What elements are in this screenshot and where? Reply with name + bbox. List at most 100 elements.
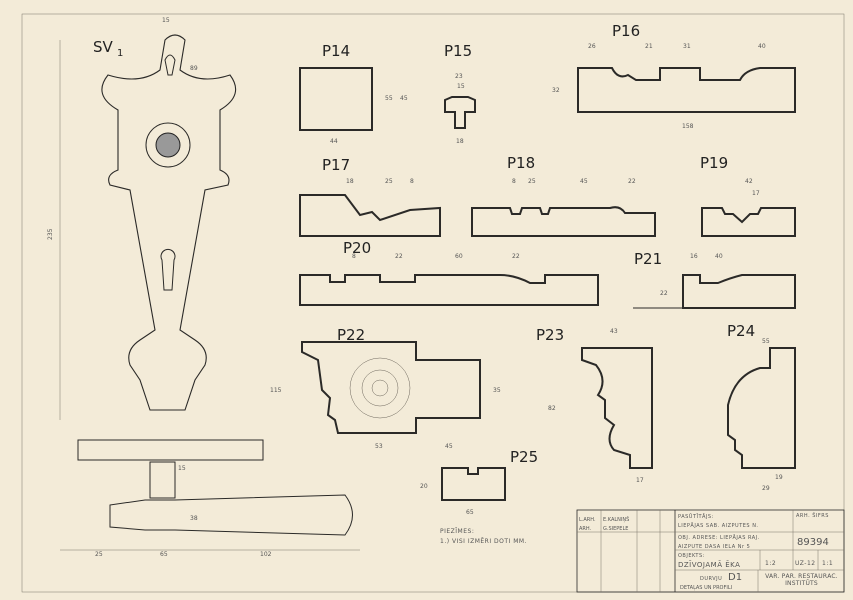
profile-p21: P21 16 40 22 <box>633 250 796 309</box>
tb-object-label: OBJEKTS: <box>678 553 705 559</box>
dim-p25-b: 20 <box>420 483 428 490</box>
profile-p14: P14 44 55 45 <box>299 42 408 145</box>
tb-drawing-number: 89394 <box>797 537 829 548</box>
label-p24: P24 <box>727 322 755 340</box>
dim-p16-b: 21 <box>645 43 653 50</box>
dim-p15-a: 23 <box>455 73 463 80</box>
notes-heading: PIEZĪMES: <box>440 528 474 535</box>
dim-p24-c: 19 <box>775 474 783 481</box>
tb-scale: 1:2 <box>765 560 776 567</box>
tb-name-2: G.SIEPELE <box>603 526 628 532</box>
dim-p24-b: 29 <box>762 485 770 492</box>
tb-org-box: VAR. PĀR. RESTAURĀC. INSTITŪTS <box>765 573 838 587</box>
tb-org: VAR. PĀR. RESTAURĀC. INSTITŪTS <box>765 573 838 587</box>
profile-p23: P23 43 17 82 <box>536 326 653 484</box>
dim-p22-c: 35 <box>493 387 501 394</box>
tb-role-2: ARH. <box>579 526 592 532</box>
dim-p18-d: 22 <box>628 178 636 185</box>
tb-sheet-no: 1:1 <box>822 560 833 567</box>
dim-p17-a: 18 <box>346 178 354 185</box>
dim-p18-a: 8 <box>512 178 516 185</box>
dim-p25-a: 65 <box>466 509 474 516</box>
dim-p22-b: 45 <box>445 443 453 450</box>
label-p25: P25 <box>510 448 538 466</box>
tb-sheet: UZ-12 <box>795 560 816 567</box>
profile-p20: P20 8 22 60 22 <box>299 239 599 306</box>
sv1-hinge-drawing: SV 1 235 89 15 25 65 102 15 38 <box>47 17 360 558</box>
dim-p14-w: 44 <box>330 138 338 145</box>
dim-p16-h: 32 <box>552 87 560 94</box>
profile-p16: P16 26 21 31 40 158 32 <box>552 22 796 130</box>
dim-p21-a: 16 <box>690 253 698 260</box>
profile-p19: P19 42 17 <box>700 154 796 237</box>
title-block: L.ARH. E.KALNIŅŠ ARH. G.SIEPELE PASŪTĪTĀ… <box>576 509 845 593</box>
dim-p24-a: 55 <box>762 338 770 345</box>
dim-handle-5: 38 <box>190 515 198 522</box>
profile-p18: P18 8 25 45 22 <box>471 154 656 237</box>
dim-p16-c: 31 <box>683 43 691 50</box>
notes-item-1: 1.) VISI IZMĒRI DOTI MM. <box>440 538 527 545</box>
dim-p16-d: 40 <box>758 43 766 50</box>
tb-drawing-title: DURVJU <box>700 576 722 582</box>
label-p18: P18 <box>507 154 535 172</box>
label-sv1: SV <box>93 38 114 56</box>
dim-p20-a: 8 <box>352 253 356 260</box>
dim-p22-a: 53 <box>375 443 383 450</box>
dim-p16-a: 26 <box>588 43 596 50</box>
dim-handle-1: 25 <box>95 551 103 558</box>
dim-p21-b: 40 <box>715 253 723 260</box>
dim-p17-b: 25 <box>385 178 393 185</box>
dim-p15-b: 15 <box>457 83 465 90</box>
dim-p18-b: 25 <box>528 178 536 185</box>
label-p15: P15 <box>444 42 472 60</box>
dim-p14-h2: 45 <box>400 95 408 102</box>
tb-customer-label: PASŪTĪTĀJS: <box>678 513 714 520</box>
dim-p22-d: 115 <box>270 387 282 394</box>
tb-customer: LIEPĀJAS SAB. AIZPUTES N. <box>678 522 759 529</box>
notes: PIEZĪMES: 1.) VISI IZMĒRI DOTI MM. <box>440 528 527 545</box>
dim-p19-b: 17 <box>752 190 760 197</box>
dim-sv1-top: 15 <box>162 17 170 24</box>
profile-p22: P22 53 45 35 115 <box>270 326 501 450</box>
dim-p17-c: 8 <box>410 178 414 185</box>
dim-p20-c: 60 <box>455 253 463 260</box>
tb-address: AIZPUTE DASA IELA Nr 5 <box>678 544 750 550</box>
dim-p20-b: 22 <box>395 253 403 260</box>
tb-address-label: OBJ. ADRESE: LIEPĀJAS RAJ. <box>678 534 760 541</box>
dim-handle-2: 65 <box>160 551 168 558</box>
profile-p24: P24 55 29 19 <box>727 322 796 492</box>
label-p19: P19 <box>700 154 728 172</box>
profile-p25: P25 65 20 <box>420 448 538 516</box>
profile-p17: P17 18 25 8 <box>299 156 441 237</box>
label-p23: P23 <box>536 326 564 344</box>
label-p14: P14 <box>322 42 350 60</box>
dim-p23-c: 82 <box>548 405 556 412</box>
tb-drawing-subtitle: DETAĻAS UN PROFILI <box>680 585 732 591</box>
profile-p15: P15 23 15 18 <box>444 42 476 145</box>
dim-p23-a: 43 <box>610 328 618 335</box>
tb-role-1: L.ARH. <box>579 517 596 523</box>
tb-object: DZĪVOJAMĀ ĒKA <box>678 560 740 569</box>
dim-sv1-height: 235 <box>47 228 54 240</box>
dim-p19-a: 42 <box>745 178 753 185</box>
label-p16: P16 <box>612 22 640 40</box>
label-sv1-subscript: 1 <box>117 48 123 59</box>
tb-drawing-code: D1 <box>728 572 742 583</box>
label-p22: P22 <box>337 326 365 344</box>
dim-handle-3: 102 <box>260 551 272 558</box>
dim-p20-d: 22 <box>512 253 520 260</box>
dim-p14-h: 55 <box>385 95 393 102</box>
label-p17: P17 <box>322 156 350 174</box>
tb-name-1: E.KALNIŅŠ <box>603 516 629 523</box>
dim-p18-c: 45 <box>580 178 588 185</box>
dim-p23-b: 17 <box>636 477 644 484</box>
dim-sv1-width: 89 <box>190 65 198 72</box>
label-p20: P20 <box>343 239 371 257</box>
frame-border <box>21 13 845 593</box>
dim-p21-c: 22 <box>660 290 668 297</box>
tb-archive-label: ARH. ŠIFRS <box>796 512 829 519</box>
label-p21: P21 <box>634 250 662 268</box>
dim-p16-total: 158 <box>682 123 694 130</box>
